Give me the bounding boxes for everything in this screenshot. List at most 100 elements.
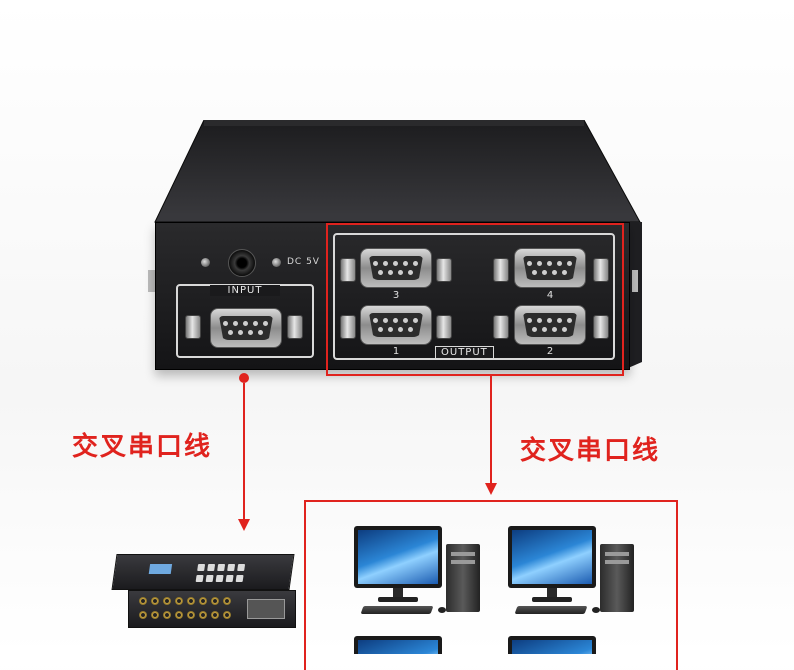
pin xyxy=(238,330,243,335)
pin xyxy=(378,270,383,275)
monitor-stand xyxy=(547,588,557,598)
monitor-screen xyxy=(512,530,592,584)
output-label: OUTPUT xyxy=(435,346,494,359)
hex-standoff-icon xyxy=(340,315,356,339)
bnc-connector-icon xyxy=(175,611,183,619)
pin xyxy=(527,318,532,323)
drive-bay xyxy=(605,560,629,564)
output-serial-port-1[interactable] xyxy=(360,305,432,345)
output-panel xyxy=(333,233,615,360)
monitor-stand xyxy=(393,588,403,598)
hex-standoff-icon xyxy=(593,258,609,282)
matrix-front-unit xyxy=(111,554,295,590)
pin xyxy=(378,327,383,332)
pin xyxy=(557,318,562,323)
port-socket xyxy=(219,316,273,340)
port-number-1: 1 xyxy=(392,346,400,357)
monitor-screen xyxy=(358,640,438,654)
rack-button xyxy=(225,575,234,582)
monitor xyxy=(354,636,442,654)
pin xyxy=(552,327,557,332)
port-socket xyxy=(523,313,577,337)
monitor xyxy=(508,636,596,654)
output-serial-port-4[interactable] xyxy=(514,248,586,288)
pin xyxy=(383,318,388,323)
left-cable-line xyxy=(243,383,245,519)
desktop-computer-icon xyxy=(354,526,484,616)
pin xyxy=(263,321,268,326)
rack-button xyxy=(195,575,204,582)
output-serial-port-2[interactable] xyxy=(514,305,586,345)
matrix-rear-unit xyxy=(128,590,296,628)
pin xyxy=(542,270,547,275)
pin xyxy=(228,330,233,335)
pin xyxy=(393,261,398,266)
bnc-connector-icon xyxy=(163,611,171,619)
hex-standoff-icon xyxy=(185,315,201,339)
bnc-connector-icon xyxy=(199,597,207,605)
left-arrow-head-icon xyxy=(238,519,250,531)
left-side-bracket xyxy=(148,270,155,292)
rack-button xyxy=(235,575,244,582)
bnc-connector-icon xyxy=(151,597,159,605)
rack-button xyxy=(207,564,216,571)
pin xyxy=(253,321,258,326)
bnc-connector-icon xyxy=(223,597,231,605)
dc-power-jack[interactable] xyxy=(228,249,256,277)
pin xyxy=(532,327,537,332)
display-screen xyxy=(148,564,173,574)
bnc-connector-icon xyxy=(211,611,219,619)
pin xyxy=(408,327,413,332)
pin xyxy=(393,318,398,323)
pin xyxy=(383,261,388,266)
pin xyxy=(403,261,408,266)
rack-button xyxy=(237,564,246,571)
drive-bay xyxy=(451,560,475,564)
pc-tower xyxy=(600,544,634,612)
rack-button xyxy=(205,575,214,582)
bnc-connector-icon xyxy=(139,597,147,605)
bnc-connector-icon xyxy=(199,611,207,619)
hex-standoff-icon xyxy=(340,258,356,282)
desktop-computer-icon xyxy=(354,636,484,654)
rear-panel-port xyxy=(247,599,285,619)
bnc-connector-icon xyxy=(187,597,195,605)
pin xyxy=(373,318,378,323)
pin xyxy=(567,318,572,323)
keyboard xyxy=(514,606,588,614)
bnc-connector-icon xyxy=(187,611,195,619)
left-cable-label: 交叉串口线 xyxy=(72,432,213,462)
port-socket xyxy=(523,256,577,280)
pin xyxy=(398,270,403,275)
bnc-connector-icon xyxy=(223,611,231,619)
hex-standoff-icon xyxy=(593,315,609,339)
screw-icon xyxy=(272,258,281,267)
pin xyxy=(552,270,557,275)
port-number-3: 3 xyxy=(392,290,400,301)
hex-standoff-icon xyxy=(493,258,509,282)
input-serial-port[interactable] xyxy=(210,308,282,348)
pin xyxy=(388,327,393,332)
desktop-computer-icon xyxy=(508,636,638,654)
input-label: INPUT xyxy=(210,285,280,296)
output-serial-port-3[interactable] xyxy=(360,248,432,288)
rack-button xyxy=(217,564,226,571)
port-socket xyxy=(369,313,423,337)
monitor-base xyxy=(378,597,418,602)
computers-highlight-box xyxy=(304,500,678,670)
port-number-2: 2 xyxy=(546,346,554,357)
port-socket xyxy=(369,256,423,280)
pin xyxy=(567,261,572,266)
pin xyxy=(388,270,393,275)
pin xyxy=(258,330,263,335)
port-number-4: 4 xyxy=(546,290,554,301)
pin xyxy=(537,261,542,266)
pin xyxy=(373,261,378,266)
pin xyxy=(542,327,547,332)
monitor xyxy=(354,526,442,588)
pin xyxy=(532,270,537,275)
hex-standoff-icon xyxy=(493,315,509,339)
rack-button xyxy=(227,564,236,571)
output-highlight-box xyxy=(326,223,624,376)
dc-voltage-label: DC 5V xyxy=(287,257,320,267)
